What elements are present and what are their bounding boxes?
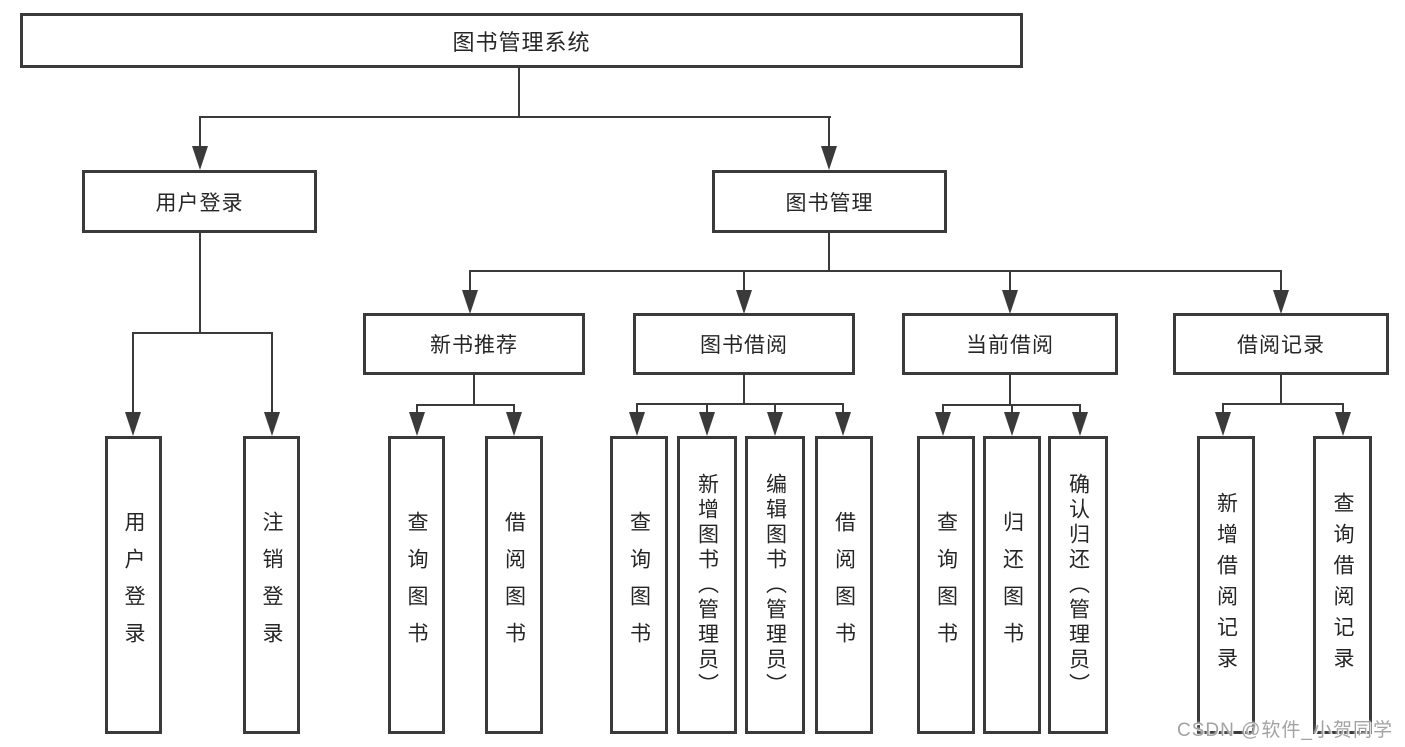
leaf-query-borrow-record: 查询借阅记录 xyxy=(1313,436,1372,734)
connector-line xyxy=(132,332,134,414)
node-borrow-records: 借阅记录 xyxy=(1173,313,1389,375)
connector-line xyxy=(132,332,273,334)
connector-line xyxy=(743,375,745,405)
node-library-system: 图书管理系统 xyxy=(20,13,1023,68)
connector-line xyxy=(1280,270,1282,290)
connector-line xyxy=(842,404,844,413)
leaf-label: 查询图书 xyxy=(405,511,428,659)
leaf-edit-books-admin: 编辑图书（管理员） xyxy=(745,436,805,734)
connector-line xyxy=(706,404,708,413)
connector-line xyxy=(774,404,776,413)
connector-line xyxy=(513,405,515,414)
leaf-return-books: 归还图书 xyxy=(983,436,1041,734)
node-new-book-recommend: 新书推荐 xyxy=(363,313,585,375)
node-book-borrow: 图书借阅 xyxy=(633,313,855,375)
leaf-label: 注销登录 xyxy=(260,511,283,659)
node-label: 当前借阅 xyxy=(966,334,1054,357)
arrowhead-down xyxy=(462,290,478,314)
connector-line xyxy=(636,403,844,405)
connector-line xyxy=(473,375,475,406)
leaf-borrow-books: 借阅图书 xyxy=(815,436,873,734)
arrowhead-down xyxy=(935,412,951,436)
leaf-label: 借阅图书 xyxy=(832,511,856,659)
leaf-query-books: 查询图书 xyxy=(388,436,445,734)
connector-line xyxy=(199,117,201,148)
leaf-label: 用户登录 xyxy=(122,511,145,659)
leaf-add-borrow-record: 新增借阅记录 xyxy=(1197,436,1255,734)
leaf-add-books-admin: 新增图书（管理员） xyxy=(677,436,737,734)
leaf-label: 查询图书 xyxy=(934,511,958,659)
connector-line xyxy=(469,270,1282,272)
leaf-query-books: 查询图书 xyxy=(610,436,668,734)
csdn-watermark: CSDN @软件_小贺同学 xyxy=(1177,720,1393,741)
arrowhead-down xyxy=(629,412,645,436)
leaf-label: 借阅图书 xyxy=(502,511,526,659)
node-label: 图书管理 xyxy=(785,191,874,215)
leaf-confirm-return-admin: 确认归还（管理员） xyxy=(1048,436,1108,734)
connector-line xyxy=(828,233,830,271)
leaf-label: 查询借阅记录 xyxy=(1331,492,1354,678)
connector-line xyxy=(1009,270,1011,290)
arrowhead-down xyxy=(125,412,141,436)
connector-line xyxy=(743,270,745,290)
node-label: 图书借阅 xyxy=(700,334,788,357)
arrowhead-down xyxy=(1002,290,1018,314)
arrowhead-down xyxy=(506,412,522,436)
arrowhead-down xyxy=(1335,412,1351,436)
node-label: 借阅记录 xyxy=(1237,334,1325,357)
connector-line xyxy=(518,68,520,117)
connector-line xyxy=(469,270,471,290)
arrowhead-down xyxy=(192,146,208,170)
node-user-login: 用户登录 xyxy=(82,170,317,233)
leaf-label: 确认归还（管理员） xyxy=(1066,472,1090,698)
connector-line xyxy=(1342,404,1344,413)
leaf-label: 新增借阅记录 xyxy=(1214,492,1238,678)
node-label: 用户登录 xyxy=(155,191,244,215)
connector-line xyxy=(942,405,944,414)
connector-line xyxy=(1011,405,1013,414)
arrowhead-down xyxy=(1072,412,1088,436)
connector-line xyxy=(1222,403,1344,405)
arrowhead-down xyxy=(409,412,425,436)
node-label: 图书管理系统 xyxy=(452,29,591,55)
leaf-label: 编辑图书（管理员） xyxy=(763,472,787,698)
connector-line xyxy=(1009,375,1011,406)
arrowhead-down xyxy=(736,290,752,314)
arrowhead-down xyxy=(1004,412,1020,436)
arrowhead-down xyxy=(264,412,280,436)
arrowhead-down xyxy=(699,412,715,436)
connector-line xyxy=(1280,375,1282,405)
leaf-label: 新增图书（管理员） xyxy=(695,472,719,698)
connector-line xyxy=(1222,404,1224,413)
node-current-borrow: 当前借阅 xyxy=(902,313,1118,375)
connector-line xyxy=(416,405,418,414)
arrowhead-down xyxy=(1273,290,1289,314)
leaf-query-books: 查询图书 xyxy=(917,436,975,734)
arrowhead-down xyxy=(767,412,783,436)
arrowhead-down xyxy=(821,146,837,170)
leaf-label: 查询图书 xyxy=(627,511,651,659)
leaf-logout: 注销登录 xyxy=(243,436,300,734)
leaf-borrow-books: 借阅图书 xyxy=(485,436,543,734)
connector-line xyxy=(636,404,638,413)
connector-line xyxy=(828,117,830,148)
arrowhead-down xyxy=(1215,412,1231,436)
connector-line xyxy=(271,332,273,414)
connector-line xyxy=(199,233,201,333)
connector-line xyxy=(199,116,831,118)
connector-line xyxy=(416,404,515,406)
leaf-user-login: 用户登录 xyxy=(105,436,162,734)
node-book-management: 图书管理 xyxy=(712,170,947,233)
arrowhead-down xyxy=(835,412,851,436)
connector-line xyxy=(1079,405,1081,414)
node-label: 新书推荐 xyxy=(430,334,518,357)
leaf-label: 归还图书 xyxy=(1000,511,1024,659)
